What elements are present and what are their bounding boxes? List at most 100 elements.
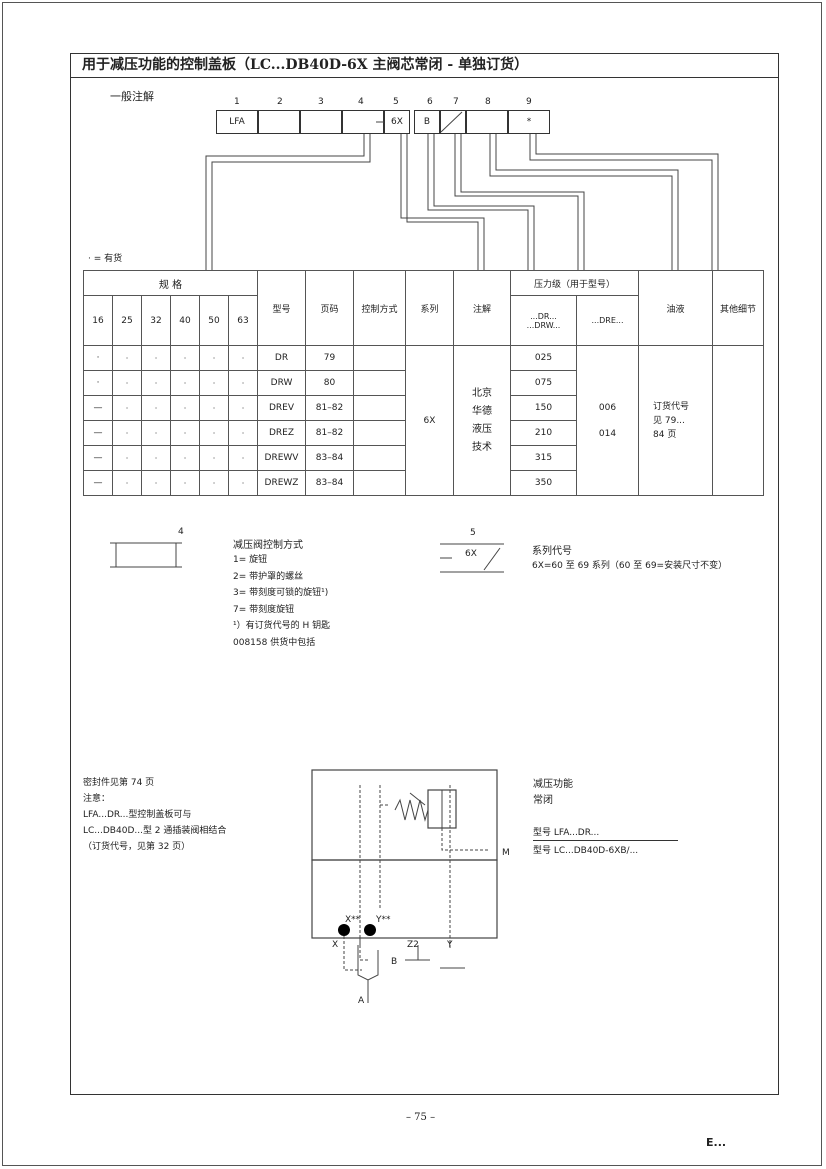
avail-dot: · — [199, 345, 229, 371]
label-b: B — [391, 957, 398, 967]
row-model: DREZ — [257, 420, 306, 446]
avail-dot: · — [228, 445, 258, 471]
avail-dot: · — [199, 395, 229, 421]
avail-16: — — [83, 395, 113, 421]
seal-notes: 密封件见第 74 页 注意： LFA...DR...型控制盖板可与 LC...D… — [83, 775, 226, 855]
size-50: 50 — [199, 295, 229, 346]
code-num: 7 — [453, 97, 459, 107]
col-pressure-dre: ...DRE... — [576, 295, 639, 346]
label-x-star: X** — [345, 915, 361, 925]
model-lc: 型号 LC...DB40D-6XB/... — [533, 846, 639, 856]
label-y: Y — [447, 940, 453, 950]
row-model: DREWZ — [257, 470, 306, 496]
box5-code: 6X — [465, 549, 477, 559]
avail-dot: · — [228, 345, 258, 371]
row-control — [353, 345, 406, 371]
note-line: （订货代号，见第 32 页） — [83, 842, 191, 852]
hydraulic-schematic — [311, 769, 498, 1003]
page-number: – 75 – — [406, 1112, 436, 1123]
avail-dot: · — [170, 345, 200, 371]
avail-dot: · — [170, 370, 200, 396]
col-pressure: 压力级（用于型号） — [510, 270, 639, 296]
code-num: 1 — [234, 97, 240, 107]
avail-dot: · — [199, 470, 229, 496]
avail-dot: · — [170, 445, 200, 471]
avail-16: — — [83, 420, 113, 446]
other-cell — [712, 345, 764, 496]
code-box-9: * — [508, 110, 550, 134]
avail-dot: · — [170, 395, 200, 421]
row-control — [353, 420, 406, 446]
pressure-dre-014: 014 — [598, 428, 617, 439]
code-box-b: B — [414, 110, 440, 134]
avail-dot: · — [112, 470, 142, 496]
normally-closed-label: 常闭 — [533, 795, 553, 806]
code-num: 5 — [393, 97, 399, 107]
code-num: 3 — [318, 97, 324, 107]
avail-16: — — [83, 445, 113, 471]
row-control — [353, 470, 406, 496]
row-page: 83–84 — [305, 445, 354, 471]
size-32: 32 — [141, 295, 171, 346]
col-page: 页码 — [305, 270, 354, 346]
row-model: DRW — [257, 370, 306, 396]
row-pressure: 150 — [510, 395, 577, 421]
label-z2: Z2 — [407, 940, 419, 950]
col-fluid: 油液 — [638, 270, 713, 346]
code-num: 9 — [526, 97, 532, 107]
avail-dot: · — [199, 420, 229, 446]
general-notes-label: 一般注解 — [110, 90, 154, 103]
avail-dot: · — [228, 420, 258, 446]
box4-line: 2= 带护罩的螺丝 — [233, 571, 304, 582]
avail-dot: · — [141, 470, 171, 496]
avail-dot: · — [199, 370, 229, 396]
avail-dot: · — [112, 395, 142, 421]
avail-dot: · — [141, 420, 171, 446]
row-page: 80 — [305, 370, 354, 396]
avail-dot: · — [141, 345, 171, 371]
box5-desc: 6X=60 至 69 系列（60 至 69=安装尺寸不变） — [532, 561, 728, 571]
note-line: 密封件见第 74 页 — [83, 778, 155, 788]
col-note: 注解 — [453, 270, 511, 346]
row-model: DREWV — [257, 445, 306, 471]
col-model: 型号 — [257, 270, 306, 346]
code-num: 2 — [277, 97, 283, 107]
size-40: 40 — [170, 295, 200, 346]
row-model: DREV — [257, 395, 306, 421]
function-label: 减压功能 — [533, 779, 573, 790]
pressure-dre-cell: 006 014 — [576, 345, 639, 496]
label-y-star: Y** — [376, 915, 391, 925]
model-lfa: 型号 LFA...DR... — [533, 828, 600, 838]
label-m: M — [502, 848, 510, 858]
avail-dot: · — [141, 370, 171, 396]
row-pressure: 350 — [510, 470, 577, 496]
content-frame — [70, 53, 779, 1095]
order-code-leader-lines — [205, 111, 719, 270]
row-page: 83–84 — [305, 470, 354, 496]
col-control: 控制方式 — [353, 270, 406, 346]
box4-line: 008158 供货中包括 — [233, 637, 316, 648]
label-a: A — [358, 996, 365, 1006]
series-cell: 6X — [405, 345, 454, 496]
pressure-dre-006: 006 — [598, 402, 617, 413]
row-control — [353, 395, 406, 421]
code-box-lfa: LFA — [216, 110, 258, 134]
code-num: 4 — [358, 97, 364, 107]
avail-dot: · — [228, 370, 258, 396]
row-pressure: 075 — [510, 370, 577, 396]
spec-table: 规 格 型号 页码 控制方式 系列 注解 压力级（用于型号） 油液 其他细节 1… — [83, 270, 764, 496]
code-box-8 — [466, 110, 508, 134]
avail-dot: · — [228, 470, 258, 496]
row-pressure: 315 — [510, 445, 577, 471]
avail-dot: · — [228, 395, 258, 421]
box4-line: 1= 旋钮 — [233, 555, 268, 565]
avail-16: · — [83, 370, 113, 396]
box4-number: 4 — [178, 527, 184, 537]
box4-line: 7= 带刻度旋钮 — [233, 604, 295, 615]
box4-list: 1= 旋钮 2= 带护罩的螺丝 3= 带刻度可锁的旋钮¹) 7= 带刻度旋钮 ¹… — [233, 552, 330, 651]
label-x: X — [332, 940, 339, 950]
spec-header: 规 格 — [83, 270, 258, 296]
avail-16: · — [83, 345, 113, 371]
availability-note: · = 有货 — [88, 254, 123, 264]
